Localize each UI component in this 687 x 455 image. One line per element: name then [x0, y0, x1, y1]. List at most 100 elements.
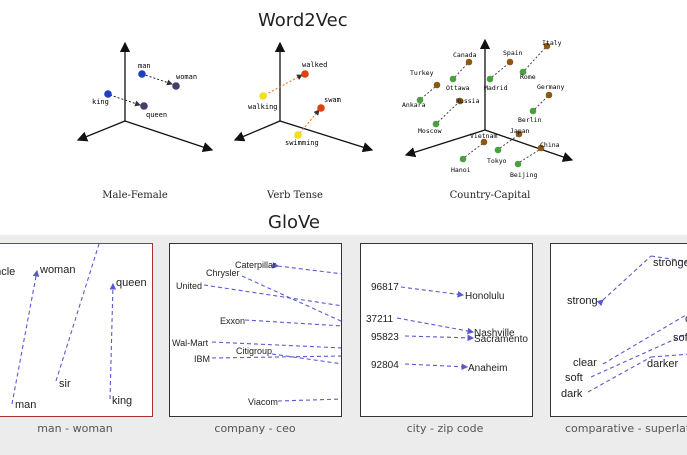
vector-strong-stronger — [596, 255, 652, 307]
label-walmart: Wal-Mart — [172, 338, 209, 348]
caption-country-capital: Country-Capital — [449, 190, 531, 201]
label-honolulu: Honolulu — [465, 291, 504, 302]
label-walking: walking — [248, 103, 278, 111]
label-china: China — [540, 141, 560, 149]
label-anaheim: Anaheim — [468, 363, 507, 374]
axis-x — [484, 129, 574, 162]
label-viacom: Viacom — [248, 397, 278, 407]
label-92804: 92804 — [371, 360, 399, 371]
label-madrid: Madrid — [484, 84, 508, 92]
dot-ottawa — [449, 75, 457, 83]
vector-soft — [590, 333, 687, 378]
dot-king — [104, 90, 112, 98]
label-tokyo: Tokyo — [487, 157, 507, 165]
dot-canada — [465, 58, 473, 66]
vector-clear — [602, 313, 687, 365]
glove-title: GloVe — [268, 212, 320, 233]
glove-panel-man-woman: uncle woman queen sir man king — [0, 243, 153, 417]
dot-hanoi — [459, 155, 467, 163]
vector-viacom — [277, 398, 341, 402]
axis-z — [76, 120, 126, 142]
dot-vietnam — [480, 138, 488, 146]
label-uncle: uncle — [0, 266, 15, 278]
glove-panel-comparative: stronger strong c sof clear soft darker … — [550, 243, 687, 417]
vector-ibm — [211, 355, 341, 359]
vector-chrysler — [241, 275, 341, 322]
label-swimming: swimming — [285, 139, 319, 147]
label-37211: 37211 — [366, 314, 394, 325]
dot-walked — [301, 70, 309, 78]
vector-92804-anaheim — [404, 363, 469, 371]
vector-caterpillar — [272, 262, 341, 275]
vector-95823-sacramento — [404, 334, 475, 342]
dot-madrid — [486, 75, 494, 83]
vector-37211-nashville — [396, 317, 475, 335]
vector-dark-darker — [587, 356, 652, 393]
label-soft: soft — [565, 372, 583, 384]
glove-panel-company-ceo: Caterpillar Chrysler United Exxon Wal-Ma… — [169, 243, 342, 417]
dot-queen — [140, 102, 148, 110]
label-queen: queen — [116, 277, 147, 289]
dot-turkey — [433, 81, 441, 89]
dot-man — [138, 70, 146, 78]
label-canada: Canada — [453, 51, 477, 59]
country-capital-plot: Canada Spain Italy Turkey Ottawa Madrid … — [402, 38, 574, 179]
label-c: c — [685, 313, 687, 325]
label-sir: sir — [59, 378, 71, 390]
vector-king-queen — [109, 94, 141, 107]
dot-germany — [545, 91, 553, 99]
label-berlin: Berlin — [518, 116, 542, 124]
label-man: man — [138, 62, 151, 70]
label-strong: strong — [567, 295, 598, 307]
axis-x — [279, 120, 374, 153]
vector-swimming-swam — [299, 109, 320, 134]
dot-spain — [506, 58, 514, 66]
label-hanoi: Hanoi — [451, 166, 471, 174]
label-96817: 96817 — [371, 282, 399, 293]
label-united: United — [176, 281, 202, 291]
label-man: man — [15, 399, 36, 411]
label-king: king — [92, 98, 109, 106]
vector-walmart — [211, 341, 341, 349]
dot-ankara — [416, 96, 424, 104]
label-italy: Italy — [542, 39, 562, 47]
vector-exxon — [244, 319, 341, 327]
label-stronger: stronger — [653, 257, 687, 269]
label-swam: swam — [324, 96, 341, 104]
axis-z — [404, 129, 486, 158]
dot-italy — [543, 42, 551, 50]
dot-rome — [519, 68, 527, 76]
vector-man-woman-1 — [11, 269, 40, 405]
label-sof: sof — [673, 332, 687, 344]
vector-96817-honolulu — [400, 286, 465, 298]
label-germany: Germany — [537, 83, 564, 91]
label-vietnam: Vietnam — [470, 132, 497, 140]
vector-beijing-china — [519, 149, 540, 163]
label-russia: Russia — [456, 97, 480, 105]
dot-swam — [317, 104, 325, 112]
glove-caption-company-ceo: company - ceo — [214, 422, 296, 435]
dot-russia — [456, 97, 464, 105]
vector-hanoi-vietnam — [464, 143, 483, 158]
glove-caption-comparative: comparative - superlative — [565, 422, 687, 435]
label-nashville: Nashville — [474, 328, 515, 339]
vector-moscow-russia — [437, 102, 459, 123]
vector-citigroup — [271, 353, 341, 365]
label-spain: Spain — [503, 49, 523, 57]
vector-man-woman-2 — [55, 244, 100, 382]
glove-plot-comparative: stronger strong c sof clear soft darker … — [561, 255, 687, 400]
label-95823: 95823 — [371, 332, 399, 343]
dot-tokyo — [494, 146, 502, 154]
label-darker: darker — [647, 358, 679, 370]
label-beijing: Beijing — [510, 171, 537, 179]
glove-caption-man-woman: man - woman — [37, 422, 113, 435]
glove-panel-city-zip: 96817 Honolulu 37211 95823 Nashville Sac… — [360, 243, 533, 417]
label-walked: walked — [302, 61, 327, 69]
label-woman: woman — [39, 264, 75, 276]
vector-berlin-germany — [534, 96, 548, 110]
vector-madrid-spain — [491, 63, 509, 78]
verb-tense-plot: walked walking swam swimming — [233, 41, 374, 153]
dot-beijing — [514, 160, 522, 168]
caption-verb-tense: Verb Tense — [267, 190, 323, 201]
vector-man-woman-3 — [109, 282, 117, 400]
